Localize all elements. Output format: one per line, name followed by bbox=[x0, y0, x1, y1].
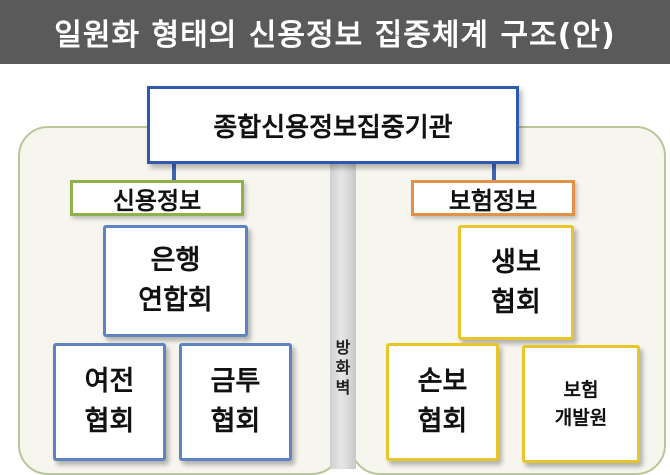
life-insurance-association-label: 생보 협회 bbox=[491, 246, 541, 318]
credit-info-tag: 신용정보 bbox=[70, 180, 244, 216]
insurance-development-institute-label: 보험 개발원 bbox=[554, 379, 608, 429]
connector-credit bbox=[172, 162, 176, 182]
insurance-info-tag: 보험정보 bbox=[411, 180, 575, 216]
diagram-title: 일원화 형태의 신용정보 집중체계 구조(안) bbox=[54, 18, 616, 53]
bank-association-box: 은행 연합회 bbox=[103, 225, 248, 337]
firewall-label: 방 화 벽 bbox=[335, 338, 351, 397]
insurance-development-institute-box: 보험 개발원 bbox=[522, 345, 640, 463]
financial-investment-association-box: 금투 협회 bbox=[179, 343, 292, 461]
nonlife-insurance-association-label: 손보 협회 bbox=[417, 366, 468, 437]
central-agency-label: 종합신용정보집중기관 bbox=[213, 112, 453, 143]
title-bar: 일원화 형태의 신용정보 집중체계 구조(안) bbox=[0, 0, 670, 64]
credit-finance-association-box: 여전 협회 bbox=[53, 343, 166, 461]
diagram-canvas: 방 화 벽 종합신용정보집중기관 신용정보 보험정보 은행 연합회 여전 협회 … bbox=[0, 64, 670, 475]
connector-insurance bbox=[492, 162, 496, 182]
credit-info-label: 신용정보 bbox=[112, 186, 202, 215]
insurance-info-label: 보험정보 bbox=[448, 186, 538, 215]
life-insurance-association-box: 생보 협회 bbox=[458, 225, 574, 340]
firewall-divider: 방 화 벽 bbox=[330, 156, 356, 469]
bank-association-label: 은행 연합회 bbox=[138, 245, 213, 316]
central-agency-box: 종합신용정보집중기관 bbox=[147, 86, 519, 164]
credit-finance-association-label: 여전 협회 bbox=[84, 366, 135, 437]
nonlife-insurance-association-box: 손보 협회 bbox=[386, 343, 499, 461]
financial-investment-association-label: 금투 협회 bbox=[210, 366, 261, 437]
